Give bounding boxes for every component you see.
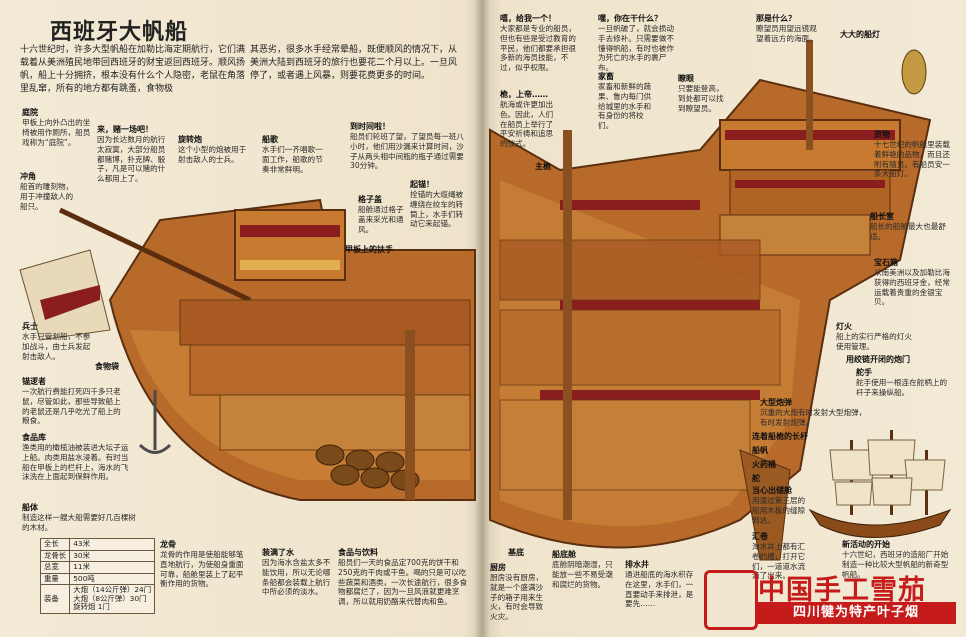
label-livestock: 家畜家畜和新鲜的蔬果、鲁内每门供给城里的水手和有身份的将校们。: [598, 72, 652, 131]
label-hinged-gunport: 用绞链开闭的炮门: [846, 355, 910, 364]
label-chongjiao: 冲角船首的雕刻物，用于冲撞敌人的船只。: [20, 172, 74, 211]
watermark-main: 中国手工雪茄: [758, 575, 926, 606]
label-new-beginning: 新活动的开始十六世纪，西班牙的造船厂开始制造一种比较大型帆船的新奇型帆船。: [842, 540, 949, 579]
label-rat-catcher: 锚逻者一次航行费能打死四千多只老鼠，尽管如此，那些导致船上的老鼠还是几乎吃光了船…: [22, 377, 121, 426]
label-what-is-that: 那是什么？瞭望员用望远镜观望着远方的海面。: [756, 14, 817, 43]
label-big-lantern: 大大的船灯: [840, 30, 880, 39]
label-watch-time: 到时间啦！船员们轮班了望，了望员每一班八小时，他们用沙漏来计算时间，沙子从两头相…: [350, 122, 464, 171]
label-hull: 船体制造这样一艘大船需要好几百棵树的木材。: [22, 503, 136, 532]
label-deck-rail: 甲板上的扶手: [345, 245, 393, 254]
watermark: 中国手工雪茄 四川犍为特产叶子烟: [700, 566, 962, 634]
label-swivel-gun: 旋转炮这个小型的炮被用于射击敌人的士兵。: [178, 135, 247, 164]
label-pump: 汇卷淘水井上都有汇卷的槽，打开它们，一道道水流滴了出来。: [752, 532, 806, 581]
label-galley: 厨房厨房没有厨房，就是一个盛满沙子的箱子用来生火，有时会导致火灾。: [490, 563, 544, 622]
label-oh-god: 桅，上帝……航海或许更加出色。因此，人们在船员上举行了平安祈祷和追思的仪式。: [500, 90, 554, 149]
label-lighting: 灯火船上的实行严格的灯火使用管理。: [836, 322, 912, 351]
label-bottom-hold: 船底舱底舱阴暗潮湿，只能放一些不易受潮和腐烂的货物。: [552, 550, 613, 589]
label-tinglou: 庭院甲板上向外凸出的坐椅被用作厕所，船员戏称为“庭院”。: [22, 108, 91, 147]
label-cargo: 货物十七世纪的帆船里装载着鲜艳的品物，而且还附有随员，有船员安一条大船灯。: [874, 130, 950, 179]
label-food-drink: 食品与饮料船员们一天的食品定700克的饼干和250克的干肉或干鱼。喝的只是可以吃…: [338, 548, 468, 607]
page-title: 西班牙大帆船: [50, 19, 189, 45]
label-soldier: 兵士水手只管划船，不参加战斗，由士兵发起射击敌人。: [22, 322, 91, 361]
label-base: 基底: [508, 548, 524, 557]
label-main-mast: 主桅: [535, 162, 551, 171]
label-give-me-one: 嘻，给我一个！大家都是专业的船员，但也有些是受过教育的平民，他们都要承担很多新的…: [500, 14, 576, 73]
label-helmsman: 舵手舵手使用一根连在舵柄上的杆子来操纵船。: [856, 368, 948, 397]
label-grating: 格子盖船舱通过格子盖来采光和通风。: [358, 195, 404, 234]
label-heavy-shot: 大型炮弹沉重的大炮有时发射大型炮弹，有时发射炮弹。: [760, 398, 867, 427]
label-powder-keg: 火药桶: [752, 460, 776, 469]
watermark-seal-icon: [704, 570, 758, 630]
label-sail: 船帆: [752, 446, 768, 455]
intro-text-right: 其恶劣，很多水手经常晕船，既便顺风的情况下，从美洲大陆到西班牙的旅行也要花二个月…: [250, 45, 458, 82]
label-treasure-chest: 宝石箱从南美洲以及加勒比海获得的西班牙金，经常运载着贵重的金银宝贝。: [874, 258, 950, 307]
book-gutter: [474, 0, 490, 637]
label-larder: 食品库渔类用的橄榄油被装进大坛子运上船。肉类用盐水浸着。有时当船在甲板上的栏杆上…: [22, 433, 129, 482]
label-what-doing: 嘿，你在干什么？一旦帆破了，就会损动手去修补。只需要做不懂得帆船，有时也被作为死…: [598, 14, 674, 73]
label-captain-cabin: 船长室船长的船舱最大也最舒适。: [870, 212, 946, 241]
watermark-sub: 四川犍为特产叶子烟: [756, 602, 956, 624]
label-gamble: 来，赌一场吧！因为长达数月的航行太寂寞，大部分船员都赌博，扑克牌、骰子，凡是可以…: [97, 125, 166, 184]
label-food-bag: 食物袋: [95, 362, 119, 371]
intro-text-left: 十六世纪时，许多大型帆船在加勒比海定期航行，它们满载着从美洲殖民地带回西班牙的财…: [20, 45, 246, 95]
label-bilge-well: 排水井通进船底的海水积存在这里，水手们，一直要动手来排泄，是要先……: [625, 560, 694, 609]
label-shanty: 船歌水手们一齐唱歌一面工作，船歌的节奏非常鲜明。: [262, 135, 323, 174]
label-rudder: 舵: [752, 474, 760, 483]
label-keel: 龙骨龙骨的作用是使船能够笔直地航行，为使船身重面可靠，船舱里装上了起平衡作用的货…: [160, 540, 244, 589]
label-lookout: 瞭眼只要能登高，到处都可以找到瞭望员。: [678, 74, 724, 113]
label-fresh-water: 装满了水因为海水含盐太多不能饮用，所以无论哪条船都会装载上航行中所必须的淡水。: [262, 548, 331, 597]
spec-row: 装备大炮（14公斤弹）24门 大炮（8公斤弹）30门 旋转炮 1门: [39, 584, 156, 614]
label-anchor-up: 起锚！拴锚的大缆绳被缠绕在绞车的转筒上，水手们转动它来起锚。: [410, 180, 464, 229]
label-bilge-hold: 当心出储舱用渡过第三层的船用木板的缝隙到达。: [752, 486, 806, 525]
label-mast-pole: 连着船桅的长杆: [752, 432, 808, 441]
